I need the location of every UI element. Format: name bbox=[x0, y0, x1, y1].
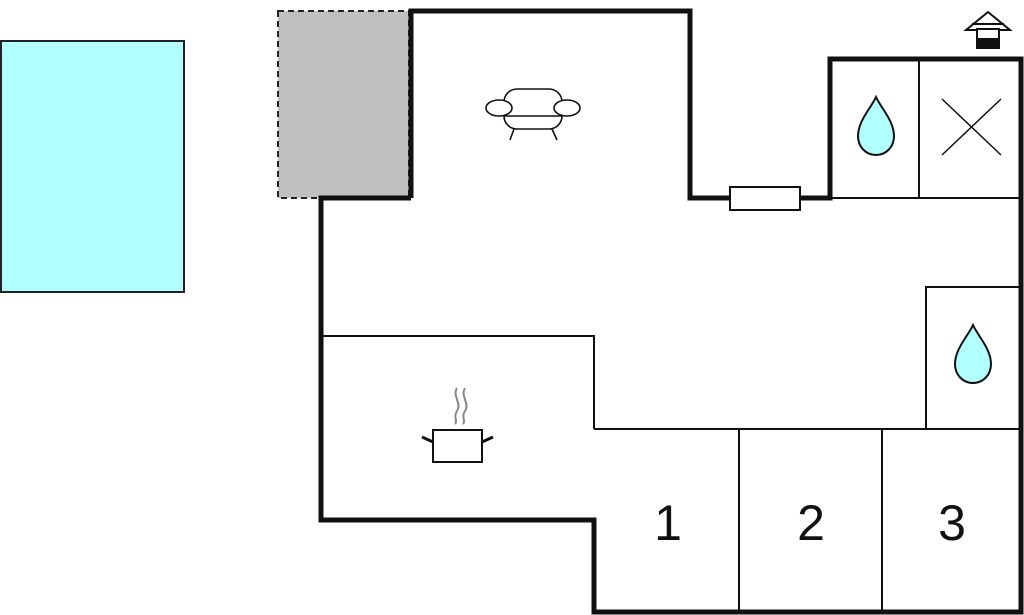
top-right-rooms-wall bbox=[830, 59, 1021, 199]
swimming-pool bbox=[0, 40, 185, 293]
x-cross-icon bbox=[941, 98, 1002, 156]
bedroom-3-label: 3 bbox=[938, 495, 966, 551]
steaming-pot-icon bbox=[421, 387, 494, 463]
bedroom-2-label: 2 bbox=[797, 495, 825, 551]
window bbox=[729, 186, 801, 211]
kitchen-wall bbox=[321, 335, 595, 429]
sofa-icon bbox=[485, 88, 581, 141]
bedroom-walls bbox=[594, 428, 1021, 612]
bathroom-2-wall bbox=[925, 286, 1021, 429]
water-drop-icon bbox=[953, 322, 993, 385]
outer-wall bbox=[318, 8, 1024, 615]
bedroom-1-label: 1 bbox=[654, 495, 682, 551]
water-drop-icon bbox=[856, 94, 896, 157]
terrace bbox=[277, 10, 410, 199]
house-entrance-icon bbox=[963, 10, 1013, 49]
